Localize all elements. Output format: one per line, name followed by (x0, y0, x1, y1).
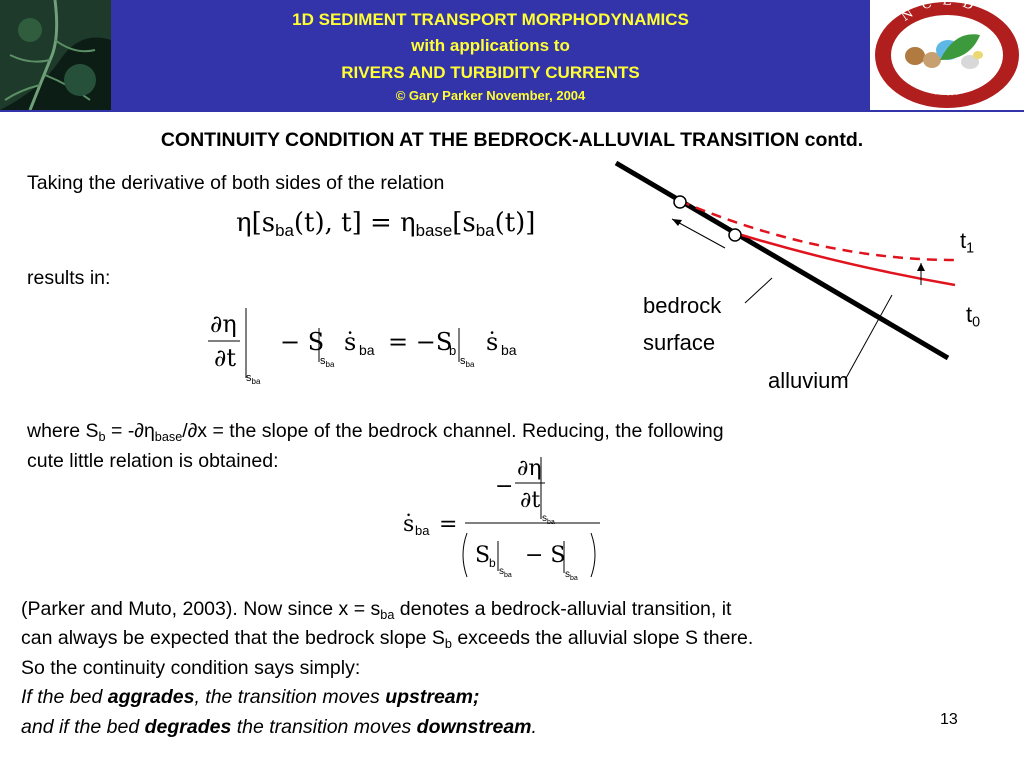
svg-text:∂η: ∂η (210, 310, 237, 338)
svg-text:−: − (495, 474, 513, 499)
equation-relation: η[sba(t), t] = ηbase[sba(t)] (236, 208, 536, 241)
svg-text:sba: sba (565, 569, 578, 582)
transition-point-t0 (728, 228, 742, 242)
svg-text:ba: ba (359, 342, 375, 358)
svg-text:sba: sba (246, 372, 261, 385)
svg-text:∂t: ∂t (520, 488, 540, 513)
svg-text:− S: − S (525, 543, 566, 568)
svg-text:= −S: = −S (388, 328, 452, 356)
conclusion-aggrade: If the bed aggrades, the transition move… (21, 686, 480, 708)
svg-text:∂η: ∂η (517, 456, 542, 481)
alluvium-leader (844, 294, 893, 381)
conclusion-degrade: and if the bed degrades the transition m… (21, 716, 537, 738)
upstream-arrow (671, 218, 726, 249)
svg-text:− S: − S (280, 328, 324, 356)
svg-text:sba: sba (460, 355, 475, 369)
bedrock-line (614, 160, 950, 361)
label-alluvium: alluvium (768, 368, 849, 393)
header-copyright: © Gary Parker November, 2004 (395, 88, 586, 103)
header-banner: 1D SEDIMENT TRANSPORT MORPHODYNAMICS wit… (0, 0, 1024, 112)
label-t0: t0 (966, 302, 981, 331)
svg-text:∂t: ∂t (214, 344, 236, 372)
transition-point-t1 (673, 195, 687, 209)
svg-text:S: S (475, 543, 490, 568)
svg-text:ba: ba (415, 523, 430, 538)
label-surface: surface (643, 330, 716, 355)
profile-t0 (734, 231, 956, 287)
svg-text:ba: ba (501, 342, 517, 358)
svg-text:ṡ: ṡ (486, 328, 498, 356)
paragraph-line-2: can always be expected that the bedrock … (21, 627, 754, 651)
svg-text:sba: sba (499, 566, 512, 579)
results-in-text: results in: (27, 267, 111, 289)
intro-text: Taking the derivative of both sides of t… (27, 172, 445, 194)
svg-text:b: b (449, 343, 456, 358)
delta-satellite-image (0, 0, 111, 110)
paragraph-line-3: So the continuity condition says simply: (21, 657, 361, 679)
slide-title: CONTINUITY CONDITION AT THE BEDROCK-ALLU… (160, 129, 864, 151)
svg-text:ṡ: ṡ (403, 512, 414, 537)
header-line-2: with applications to (411, 36, 570, 55)
equation-derivative: ∂η ∂t sba − S sba ṡ ba = −S b sba ṡ ba (208, 308, 517, 385)
label-bedrock: bedrock (643, 293, 722, 318)
profile-t1 (679, 199, 956, 262)
header-line-1: 1D SEDIMENT TRANSPORT MORPHODYNAMICS (292, 10, 689, 29)
svg-text:sba: sba (320, 355, 335, 369)
where-text-line-2: cute little relation is obtained: (27, 450, 279, 472)
svg-text:=: = (439, 512, 457, 537)
equation-migration-rate: ṡ ba = − ∂η ∂t sba S b sba − S sba (403, 456, 600, 582)
transition-diagram (614, 160, 956, 381)
header-line-3: RIVERS AND TURBIDITY CURRENTS (341, 63, 640, 82)
bedrock-leader (744, 277, 773, 304)
paragraph-line-1: (Parker and Muto, 2003). Now since x = s… (21, 598, 732, 622)
svg-text:b: b (489, 556, 496, 570)
svg-text:sba: sba (542, 513, 555, 526)
nced-logo: NCED Earth · Water · Life (870, 0, 1024, 110)
where-text-line-1: where Sb = -∂ηbase/∂x = the slope of the… (27, 420, 724, 444)
label-t1: t1 (960, 228, 975, 257)
page-number: 13 (940, 711, 958, 728)
header-title-block: 1D SEDIMENT TRANSPORT MORPHODYNAMICS wit… (111, 0, 870, 110)
svg-text:ṡ: ṡ (344, 328, 356, 356)
